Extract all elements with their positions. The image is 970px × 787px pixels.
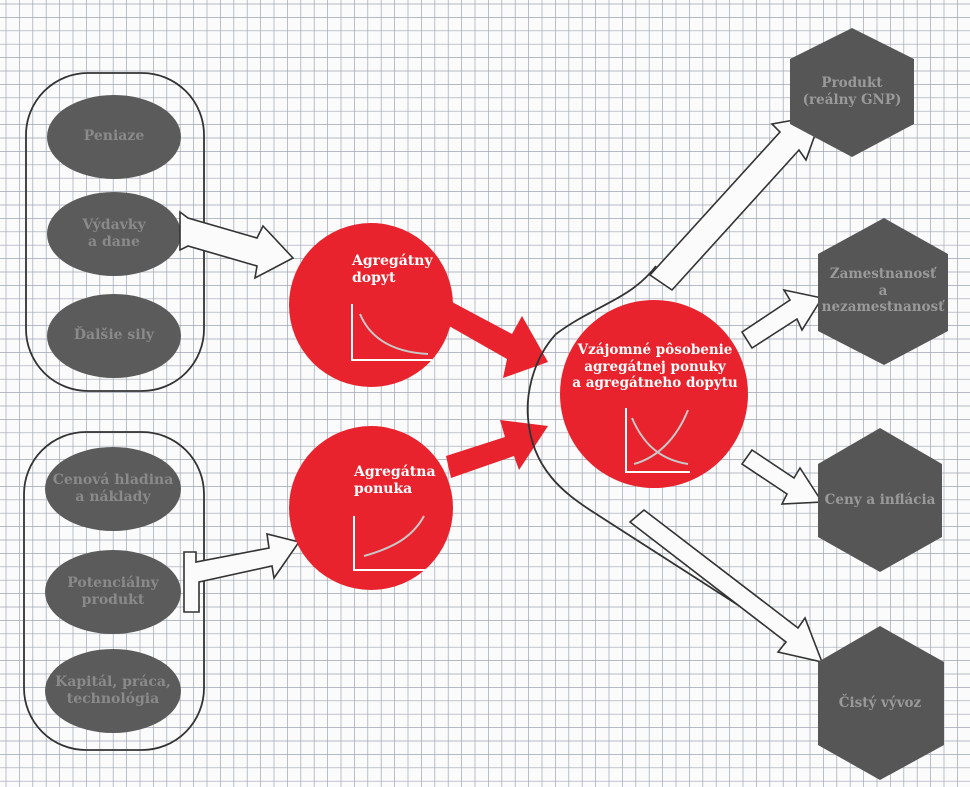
demand-curve [359,313,429,355]
aggregate-supply-circle [289,426,453,590]
oval-cenova-hladina [45,447,181,531]
supply-graph-axes [353,516,430,571]
output-arrows [628,113,824,664]
mini-graphs [351,304,690,571]
output-hexagons [790,28,948,780]
arrow-to-ceny [740,448,824,505]
interaction-graph-axes [625,408,690,473]
input-ovals [45,95,181,733]
arrow-demand-to-interaction [442,302,548,378]
output-label-ceny: Ceny a inflácia [824,491,936,508]
input-label-potencialny: Potenciálny produkt [67,574,159,609]
red-arrows [442,302,548,478]
funnel-lower [527,417,809,651]
oval-potencialny-produkt [45,550,181,634]
arrow-inputs-to-supply [183,532,301,613]
aggregate-circles [289,223,748,590]
output-label-zamestnanost: Zamestnanosť a nezamestnanosť [821,265,945,316]
funnel-upper [526,265,657,419]
input-label-peniaze: Peniaze [83,128,145,145]
aggregate-demand-label: Agregátny dopyt [352,252,433,287]
oval-kapital-praca [45,649,181,733]
interaction-mini-graph [625,408,690,473]
input-label-dalsie-sily: Ďalšie sily [73,327,155,344]
supply-curve [363,515,425,557]
oval-peniaze [47,95,181,179]
aggregate-demand-circle [289,223,453,387]
arrow-to-zamestnanost [740,288,824,350]
arrow-to-produkt [648,113,824,292]
arrow-inputs-to-demand [179,210,295,280]
hex-ceny [818,428,942,572]
input-label-cenova-hladina: Cenová hladina a náklady [52,471,174,506]
demand-graph-axes [351,304,432,361]
interaction-supply-curve [633,409,689,465]
arrow-supply-to-interaction [446,420,548,478]
aggregate-supply-label: Agregátna ponuka [354,463,436,498]
interaction-funnel [526,265,809,651]
demand-mini-graph [351,304,432,361]
hex-cisty-vyvoz [818,626,944,780]
output-label-cisty-vyvoz: Čistý vývoz [838,694,922,711]
input-label-kapital: Kapitál, práca, technológia [55,673,171,708]
oval-dalsie-sily [47,294,181,378]
supply-mini-graph [353,515,430,571]
input-arrows [179,210,301,613]
interaction-circle [560,300,748,488]
interaction-label: Vzájomné pôsobenie agregátnej ponuky a a… [572,341,738,392]
input-label-vydavky: Výdavky a dane [82,216,146,251]
supply-inputs-bracket [23,431,205,751]
interaction-demand-curve [631,417,689,465]
output-label-produkt: Produkt (reálny GNP) [802,75,902,108]
hex-produkt [790,28,914,157]
oval-vydavky-a-dane [47,192,181,276]
arrow-to-cisty-vyvoz [628,508,824,664]
hex-zamestnanost [818,218,948,365]
